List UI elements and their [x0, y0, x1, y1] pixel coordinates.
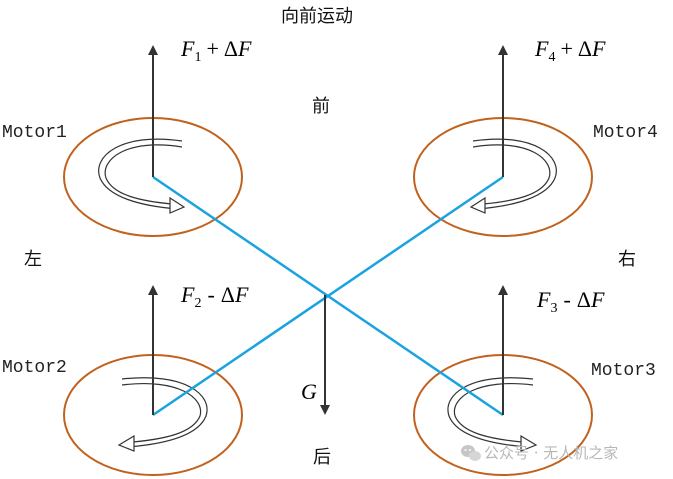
motor1-force-label: F1+ΔF	[180, 36, 252, 65]
motor2-rotation-icon	[117, 377, 208, 452]
motor4-rotation-icon	[469, 138, 557, 214]
watermark: 公众号 · 无人机之家	[461, 444, 618, 462]
page-title: 向前运动	[281, 6, 353, 27]
wechat-icon	[461, 445, 481, 461]
gravity-label: G	[301, 379, 317, 404]
motor3-rotation-icon	[447, 377, 538, 452]
direction-front: 前	[312, 96, 330, 117]
motor3-force-label: F3-ΔF	[536, 287, 605, 316]
frame-arm-4-2	[152, 175, 504, 417]
direction-back: 后	[313, 447, 331, 468]
motor2-label: Motor2	[2, 358, 67, 378]
watermark-text: 公众号 · 无人机之家	[484, 444, 618, 462]
motor4-label: Motor4	[593, 123, 658, 143]
motor3-label: Motor3	[591, 361, 656, 381]
direction-left: 左	[24, 249, 42, 270]
direction-right: 右	[618, 249, 636, 270]
motor4-force-label: F4+ΔF	[534, 36, 606, 65]
motor1-label: Motor1	[2, 123, 67, 143]
motor1-rotation-icon	[98, 138, 186, 214]
motor2-force-label: F2-ΔF	[180, 282, 249, 311]
